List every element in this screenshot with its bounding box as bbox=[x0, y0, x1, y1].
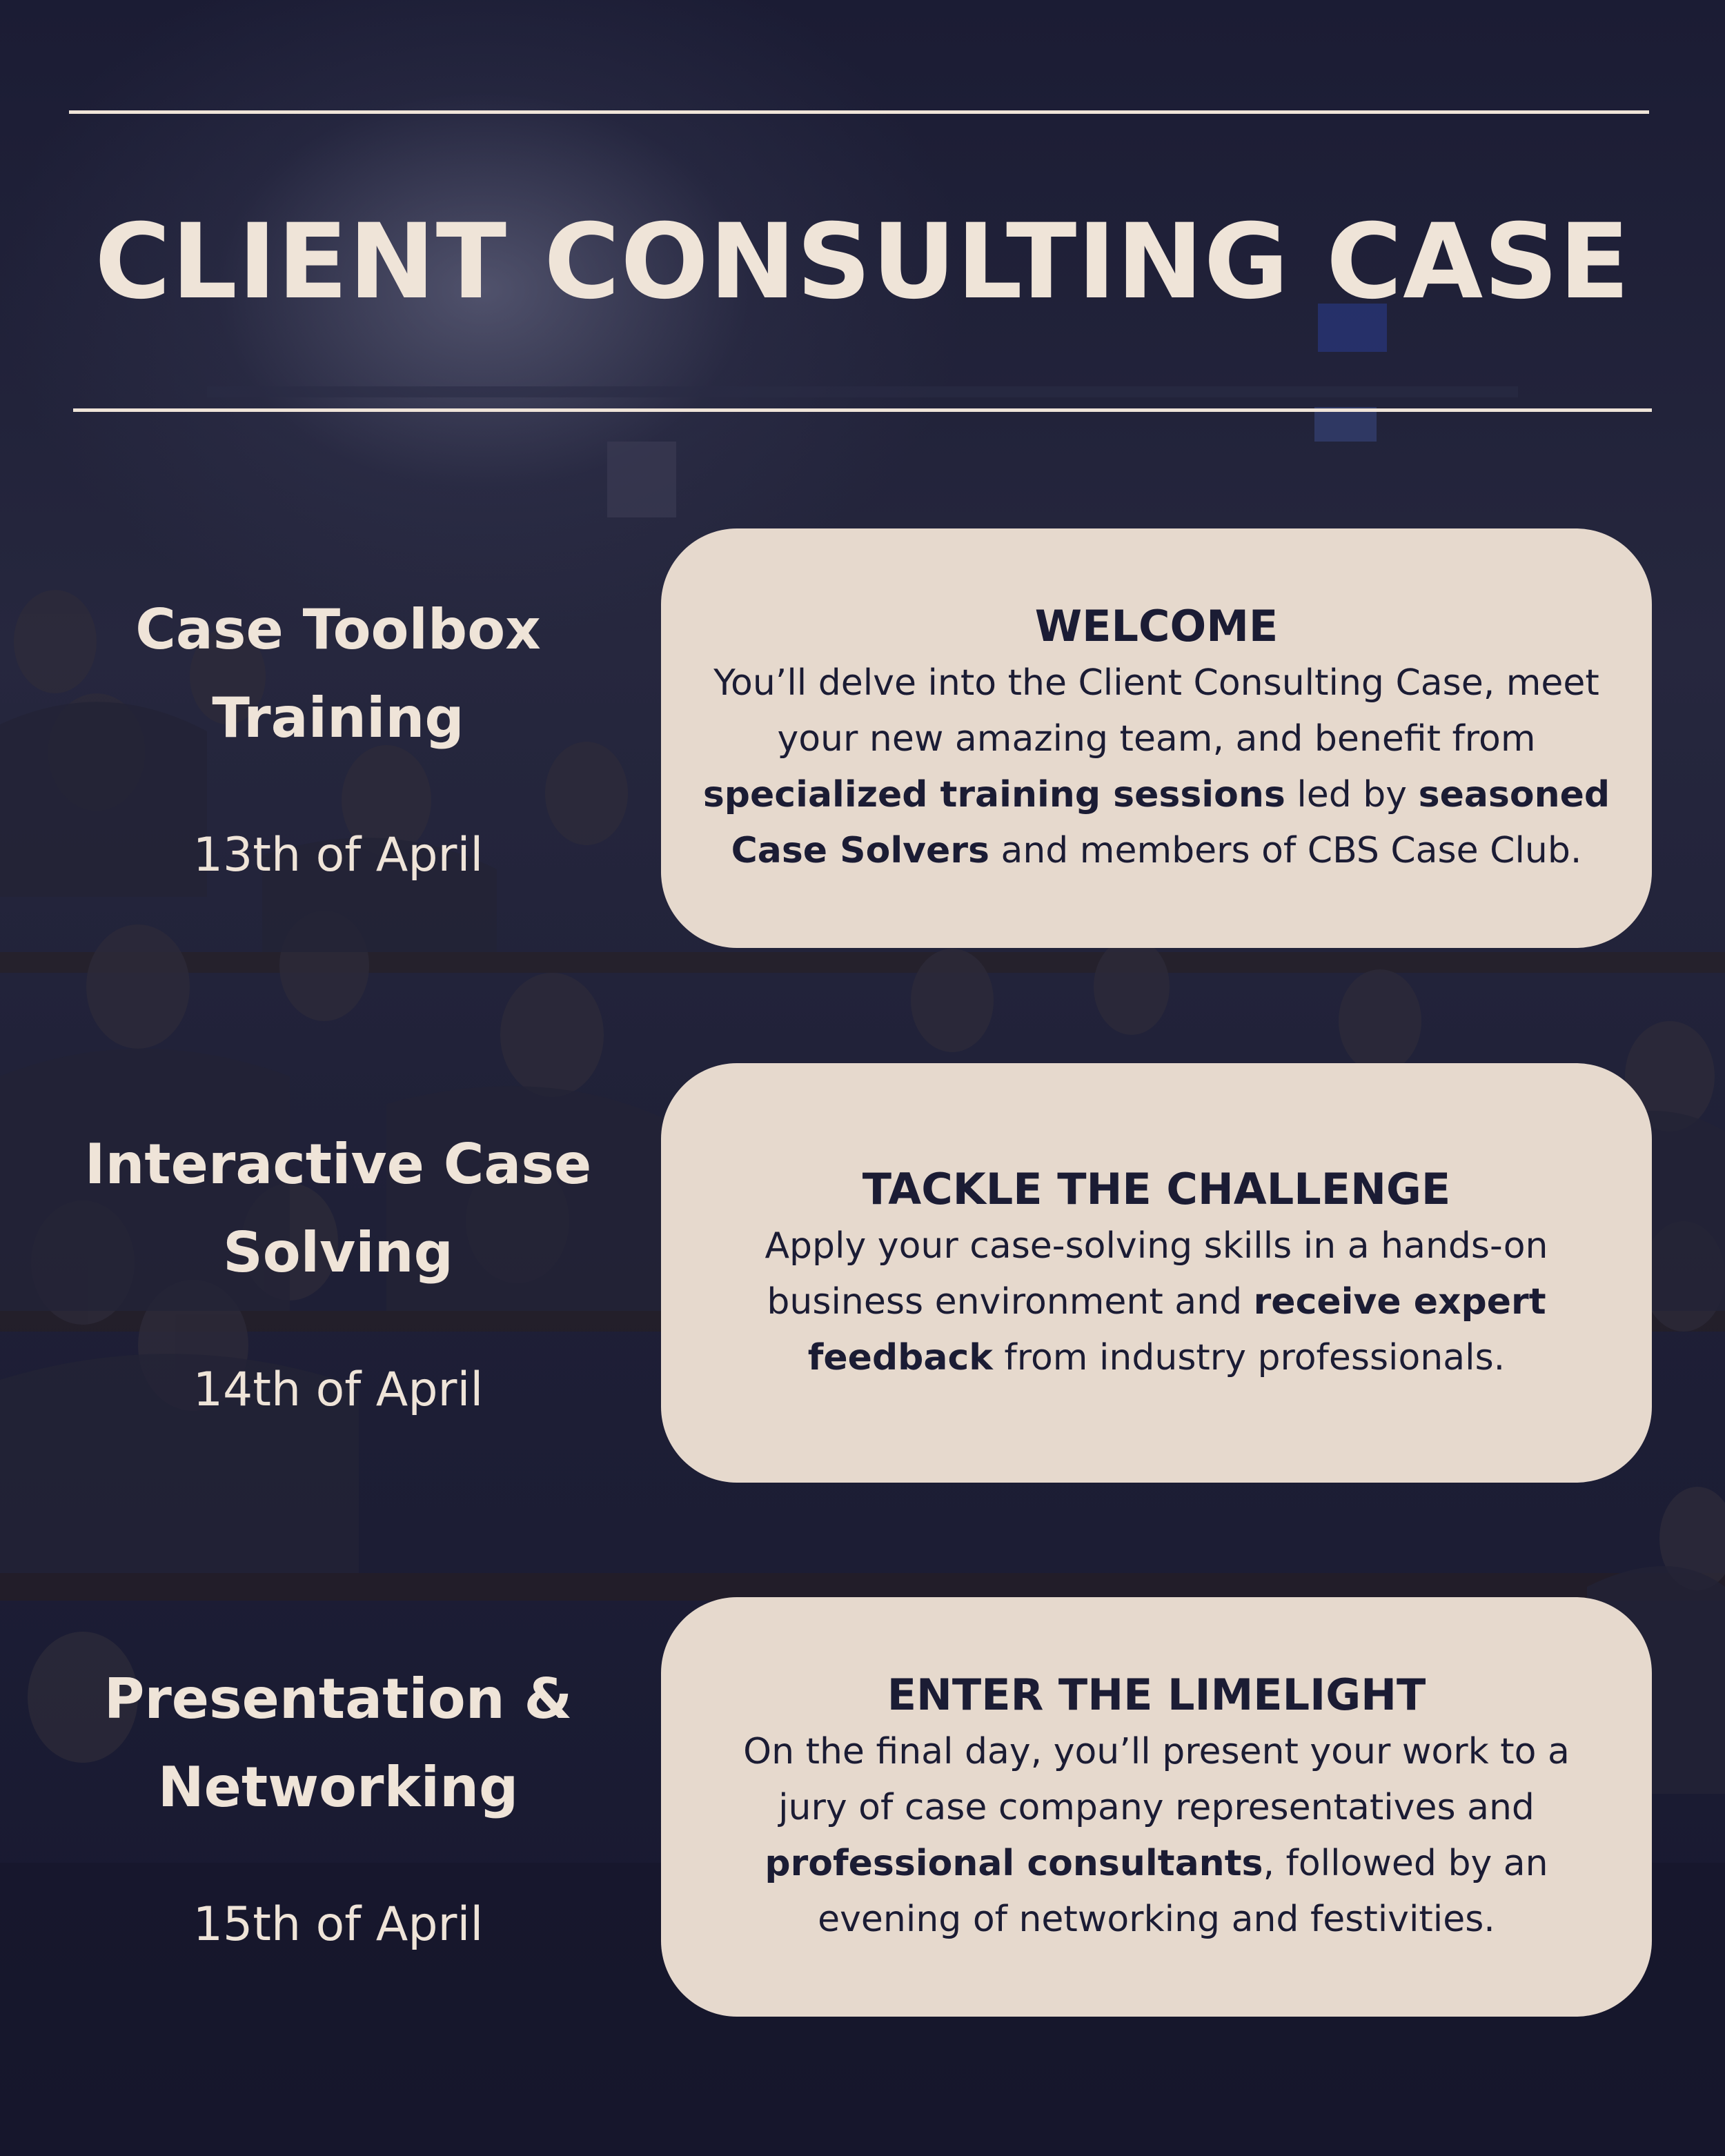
session-name: Interactive Case Solving bbox=[41, 1120, 635, 1297]
page-title: CLIENT CONSULTING CASE bbox=[95, 202, 1630, 322]
card-heading: WELCOME bbox=[1034, 601, 1279, 651]
card-body-line: evening of networking and festivities. bbox=[818, 1899, 1495, 1940]
title-bottom-divider bbox=[73, 408, 1652, 412]
session-name-line: Presentation & bbox=[103, 1667, 573, 1731]
session-card: WELCOME You’ll delve into the Client Con… bbox=[661, 528, 1652, 948]
session-date: 15th of April bbox=[193, 1897, 484, 1952]
session-card: ENTER THE LIMELIGHT On the final day, yo… bbox=[661, 1597, 1652, 2017]
session-name-line: Training bbox=[212, 686, 464, 750]
card-heading: TACKLE THE CHALLENGE bbox=[862, 1163, 1451, 1214]
card-body-line: Apply your case-solving skills in a hand… bbox=[765, 1225, 1548, 1267]
session-date: 14th of April bbox=[193, 1363, 484, 1417]
session-name-line: Networking bbox=[157, 1755, 519, 1819]
card-body-line: your new amazing team, and benefit from bbox=[777, 718, 1536, 760]
card-body-line: You’ll delve into the Client Consulting … bbox=[713, 662, 1599, 704]
card-body-line: professional consultants, followed by an bbox=[765, 1843, 1548, 1884]
card-body: You’ll delve into the Client Consulting … bbox=[703, 655, 1610, 879]
card-body-line: Case Solvers and members of CBS Case Clu… bbox=[731, 830, 1582, 871]
session-date: 13th of April bbox=[193, 828, 484, 882]
session-name-line: Interactive Case bbox=[84, 1132, 592, 1196]
session-name: Presentation & Networking bbox=[41, 1655, 635, 1832]
card-body: Apply your case-solving skills in a hand… bbox=[765, 1218, 1548, 1386]
session-card: TACKLE THE CHALLENGE Apply your case-sol… bbox=[661, 1063, 1652, 1483]
session-name: Case Toolbox Training bbox=[41, 586, 635, 762]
card-body-line: jury of case company representatives and bbox=[778, 1787, 1535, 1828]
card-body-line: On the final day, you’ll present your wo… bbox=[743, 1731, 1570, 1772]
card-body-line: specialized training sessions led by sea… bbox=[702, 774, 1610, 815]
card-body-line: business environment and receive expert bbox=[767, 1280, 1546, 1323]
card-body-line: feedback from industry professionals. bbox=[807, 1336, 1506, 1378]
card-body: On the final day, you’ll present your wo… bbox=[743, 1724, 1570, 1948]
top-divider bbox=[69, 110, 1649, 114]
session-name-line: Solving bbox=[223, 1220, 453, 1285]
card-heading: ENTER THE LIMELIGHT bbox=[887, 1670, 1426, 1720]
session-name-line: Case Toolbox bbox=[135, 597, 541, 662]
